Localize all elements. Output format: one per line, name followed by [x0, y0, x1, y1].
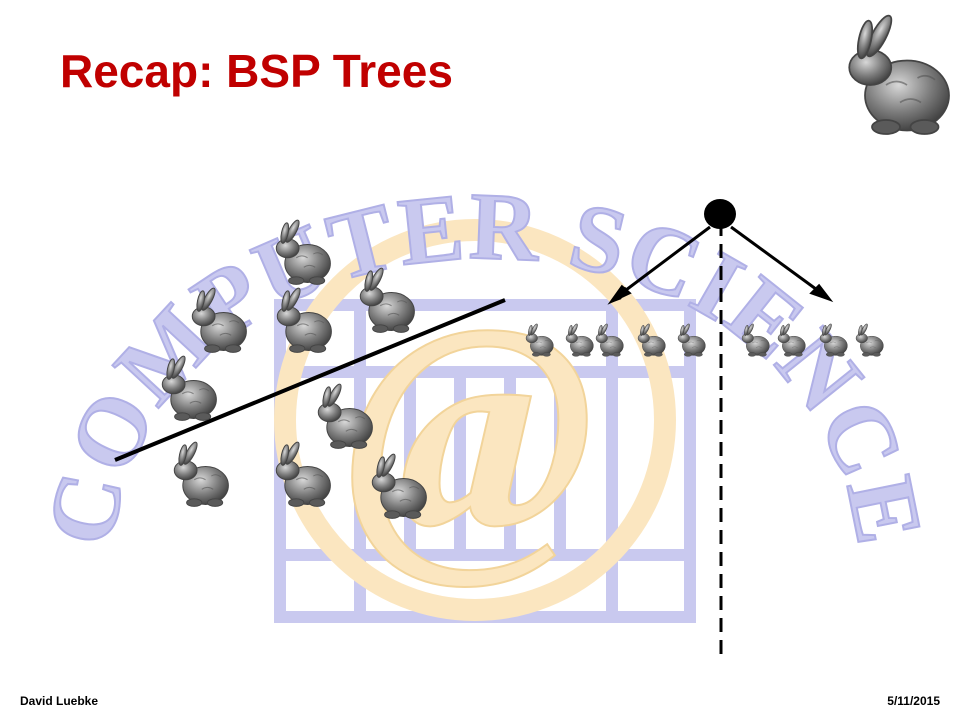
slide-title: Recap: BSP Trees	[60, 45, 453, 97]
stanford-bunny-icon	[173, 440, 229, 507]
tree-branch-right	[730, 225, 834, 303]
footer-author: David Luebke	[20, 694, 99, 708]
footer-date: 5/11/2015	[887, 694, 940, 708]
watermark-at-ring	[274, 219, 676, 621]
split-line-left	[114, 298, 506, 462]
tree-node-icon	[704, 199, 736, 229]
tree-branch-left	[607, 225, 711, 305]
logo-bunny-icon	[848, 11, 950, 135]
